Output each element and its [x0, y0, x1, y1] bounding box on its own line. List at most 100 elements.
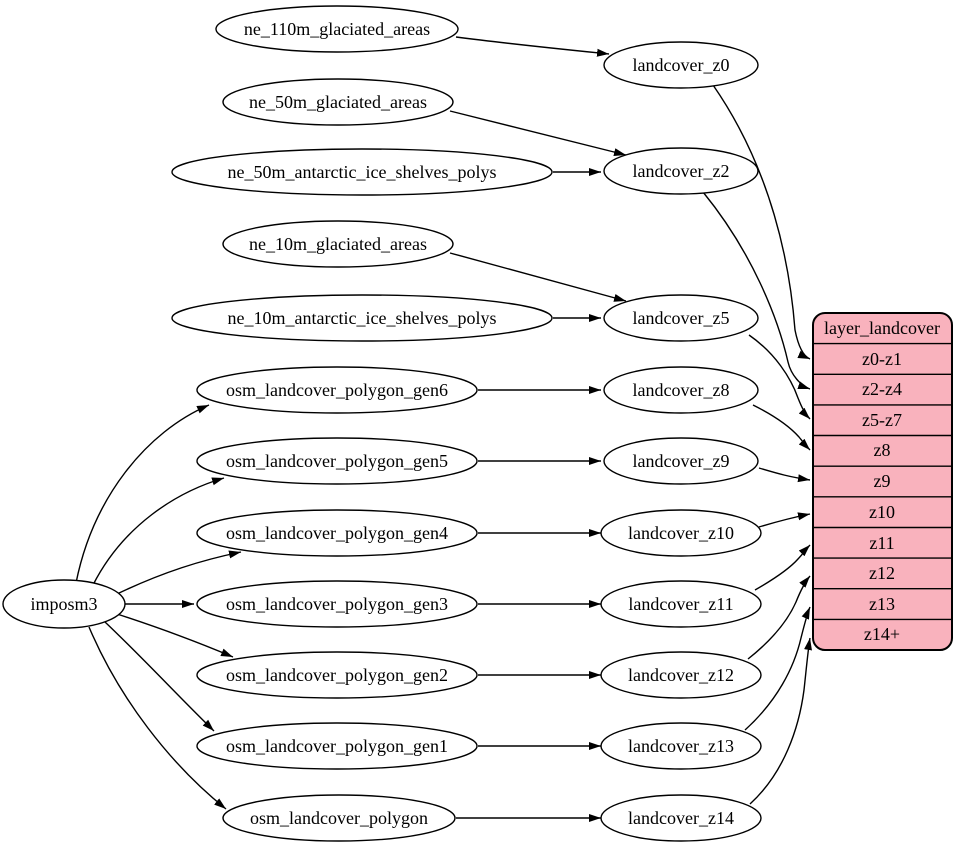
node-ellipse — [171, 148, 553, 196]
node-ellipse — [600, 651, 762, 699]
edge-ne_10m_glaciated_areas-to-landcover_z5 — [449, 252, 627, 302]
table-row-z10: z10 — [813, 496, 952, 522]
node-label: landcover_z5 — [633, 308, 730, 328]
node-ellipse — [196, 580, 478, 628]
node-ellipse — [603, 366, 759, 414]
node-landcover_z10: landcover_z10 — [600, 509, 762, 557]
row-label: z11 — [869, 533, 894, 553]
table-row-z13: z13 — [813, 588, 952, 614]
row-label: z8 — [874, 440, 891, 460]
edge-landcover_z0-to-row-z0-z1 — [712, 84, 811, 360]
edge-landcover_z9-to-row-z9 — [758, 467, 811, 483]
node-label: landcover_z8 — [633, 380, 730, 400]
edge-layer — [75, 36, 812, 822]
edge-landcover_z2-to-row-z2-z4 — [702, 191, 811, 390]
table-layer_landcover: layer_landcover z0-z1 z2-z4 z5-z7 z8 z9 … — [812, 312, 953, 651]
node-osm_landcover_polygon_gen3: osm_landcover_polygon_gen3 — [196, 580, 478, 628]
node-landcover_z9: landcover_z9 — [603, 437, 759, 485]
edge-landcover_z5-to-row-z5-z7 — [748, 334, 811, 420]
node-ellipse — [2, 579, 126, 629]
row-label: z0-z1 — [862, 349, 902, 369]
edge-landcover_z11-to-row-z11 — [754, 544, 811, 591]
node-label: imposm3 — [30, 594, 97, 614]
edge-imposm3-to-osm_landcover_polygon_gen5 — [92, 477, 225, 586]
edge-landcover_z12-to-row-z12 — [747, 575, 811, 660]
node-ne_50m_glaciated_areas: ne_50m_glaciated_areas — [222, 78, 454, 126]
node-ellipse — [222, 794, 456, 842]
table-row-z11: z11 — [813, 526, 952, 553]
row-label: z5-z7 — [862, 410, 902, 430]
node-landcover_z5: landcover_z5 — [603, 294, 759, 342]
row-label: z2-z4 — [862, 379, 902, 399]
row-label: z12 — [869, 563, 895, 583]
node-layer: ne_110m_glaciated_areas ne_50m_glaciated… — [2, 5, 762, 842]
table-row-z9: z9 — [813, 465, 952, 491]
node-ellipse — [603, 294, 759, 342]
table-row-z2-z4: z2-z4 — [813, 373, 952, 399]
node-ellipse — [196, 437, 478, 485]
node-landcover_z0: landcover_z0 — [603, 41, 759, 89]
node-landcover_z12: landcover_z12 — [600, 651, 762, 699]
table-row-z12: z12 — [813, 557, 952, 583]
node-ellipse — [603, 147, 759, 195]
node-label: landcover_z13 — [628, 736, 734, 756]
node-label: ne_10m_glaciated_areas — [249, 234, 427, 254]
node-label: ne_50m_antarctic_ice_shelves_polys — [228, 162, 497, 182]
node-label: ne_10m_antarctic_ice_shelves_polys — [228, 308, 497, 328]
node-osm_landcover_polygon_gen2: osm_landcover_polygon_gen2 — [196, 651, 478, 699]
node-label: osm_landcover_polygon_gen2 — [226, 665, 448, 685]
table-title: layer_landcover — [824, 318, 940, 338]
node-label: landcover_z2 — [633, 161, 730, 181]
node-osm_landcover_polygon: osm_landcover_polygon — [222, 794, 456, 842]
edge-landcover_z10-to-row-z10 — [758, 512, 811, 528]
node-ne_10m_glaciated_areas: ne_10m_glaciated_areas — [222, 220, 454, 268]
edge-imposm3-to-osm_landcover_polygon_gen6 — [75, 404, 210, 584]
node-ellipse — [171, 294, 553, 342]
node-label: landcover_z14 — [628, 808, 734, 828]
table-row-z14plus: z14+ — [813, 618, 952, 644]
table-row-z0-z1: z0-z1 — [813, 342, 952, 369]
row-label: z13 — [869, 594, 895, 614]
node-landcover_z14: landcover_z14 — [600, 794, 762, 842]
node-label: osm_landcover_polygon — [250, 808, 428, 828]
node-ne_10m_antarctic_ice_shelves_polys: ne_10m_antarctic_ice_shelves_polys — [171, 294, 553, 342]
node-ellipse — [600, 794, 762, 842]
node-label: landcover_z11 — [628, 594, 733, 614]
node-label: ne_50m_glaciated_areas — [249, 92, 427, 112]
node-label: osm_landcover_polygon_gen5 — [226, 451, 448, 471]
node-label: osm_landcover_polygon_gen1 — [226, 736, 448, 756]
edge-imposm3-to-osm_landcover_polygon_gen1 — [104, 621, 215, 732]
edge-imposm3-to-osm_landcover_polygon_gen4 — [116, 550, 242, 595]
node-landcover_z11: landcover_z11 — [600, 580, 762, 628]
node-ellipse — [196, 366, 478, 414]
node-ne_50m_antarctic_ice_shelves_polys: ne_50m_antarctic_ice_shelves_polys — [171, 148, 553, 196]
node-landcover_z8: landcover_z8 — [603, 366, 759, 414]
row-label: z10 — [869, 502, 895, 522]
node-label: osm_landcover_polygon_gen4 — [226, 523, 448, 543]
node-osm_landcover_polygon_gen4: osm_landcover_polygon_gen4 — [196, 509, 478, 557]
table-row-z5-z7: z5-z7 — [813, 404, 952, 430]
edge-landcover_z13-to-row-z13 — [744, 606, 811, 731]
node-osm_landcover_polygon_gen1: osm_landcover_polygon_gen1 — [196, 722, 478, 770]
node-ellipse — [196, 722, 478, 770]
node-ellipse — [222, 220, 454, 268]
node-ellipse — [603, 41, 759, 89]
edge-ne_50m_glaciated_areas-to-landcover_z2 — [449, 110, 627, 156]
row-label: z14+ — [864, 624, 900, 644]
node-ellipse — [196, 509, 478, 557]
node-ellipse — [196, 651, 478, 699]
edge-landcover_z8-to-row-z8 — [752, 404, 811, 451]
node-label: landcover_z10 — [628, 523, 734, 543]
node-osm_landcover_polygon_gen6: osm_landcover_polygon_gen6 — [196, 366, 478, 414]
node-ellipse — [603, 437, 759, 485]
edge-landcover_z14-to-row-z14plus — [749, 637, 812, 805]
node-osm_landcover_polygon_gen5: osm_landcover_polygon_gen5 — [196, 437, 478, 485]
edge-imposm3-to-osm_landcover_polygon_gen2 — [116, 613, 234, 658]
node-ellipse — [215, 5, 459, 53]
node-ellipse — [600, 580, 762, 628]
node-label: landcover_z9 — [633, 451, 730, 471]
node-ellipse — [222, 78, 454, 126]
node-label: landcover_z12 — [628, 665, 734, 685]
table-outline — [812, 312, 953, 651]
